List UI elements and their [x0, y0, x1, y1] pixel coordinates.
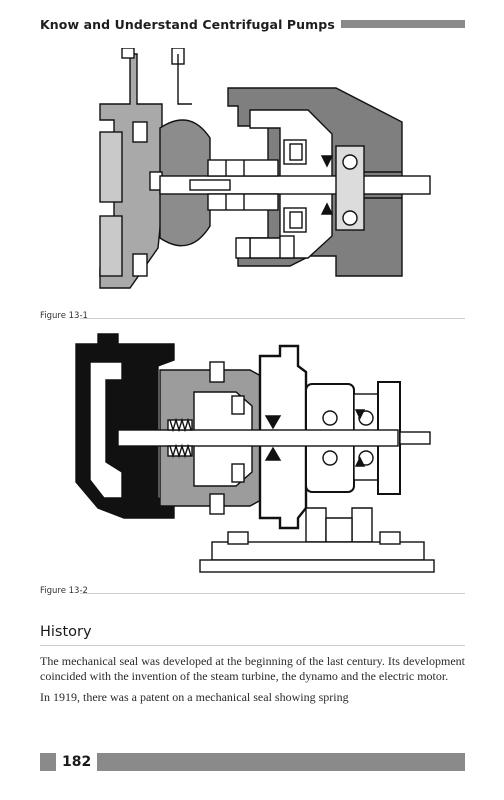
paragraph: In 1919, there was a patent on a mechani…: [40, 690, 349, 704]
figure-13-1-caption-text: Figure 13-1: [40, 311, 88, 321]
figure-13-1: [40, 48, 465, 306]
figure-13-2-caption-text: Figure 13-2: [40, 586, 88, 596]
page-number: 182: [62, 754, 92, 770]
caption-rule: [80, 593, 465, 594]
running-header-title: Know and Understand Centrifugal Pumps: [40, 16, 335, 32]
figure-13-2: [40, 322, 465, 584]
running-header: Know and Understand Centrifugal Pumps: [40, 14, 465, 34]
section-heading-text: History: [40, 624, 92, 640]
paragraph: The mechanical seal was developed at the…: [40, 654, 465, 683]
footer-tab: [40, 753, 56, 771]
header-bar: [340, 20, 465, 28]
figure-13-2-drawing: [75, 333, 435, 573]
section-heading: History: [40, 624, 465, 646]
figure-13-1-drawing: [99, 48, 431, 289]
body-text: The mechanical seal was developed at the…: [40, 654, 465, 711]
figure-13-1-caption: Figure 13-1: [40, 311, 465, 323]
footer-bar: [97, 753, 465, 771]
section-rule: [40, 645, 465, 646]
caption-rule: [80, 318, 465, 319]
figure-13-2-caption: Figure 13-2: [40, 586, 465, 598]
page-footer: 182: [40, 752, 465, 772]
